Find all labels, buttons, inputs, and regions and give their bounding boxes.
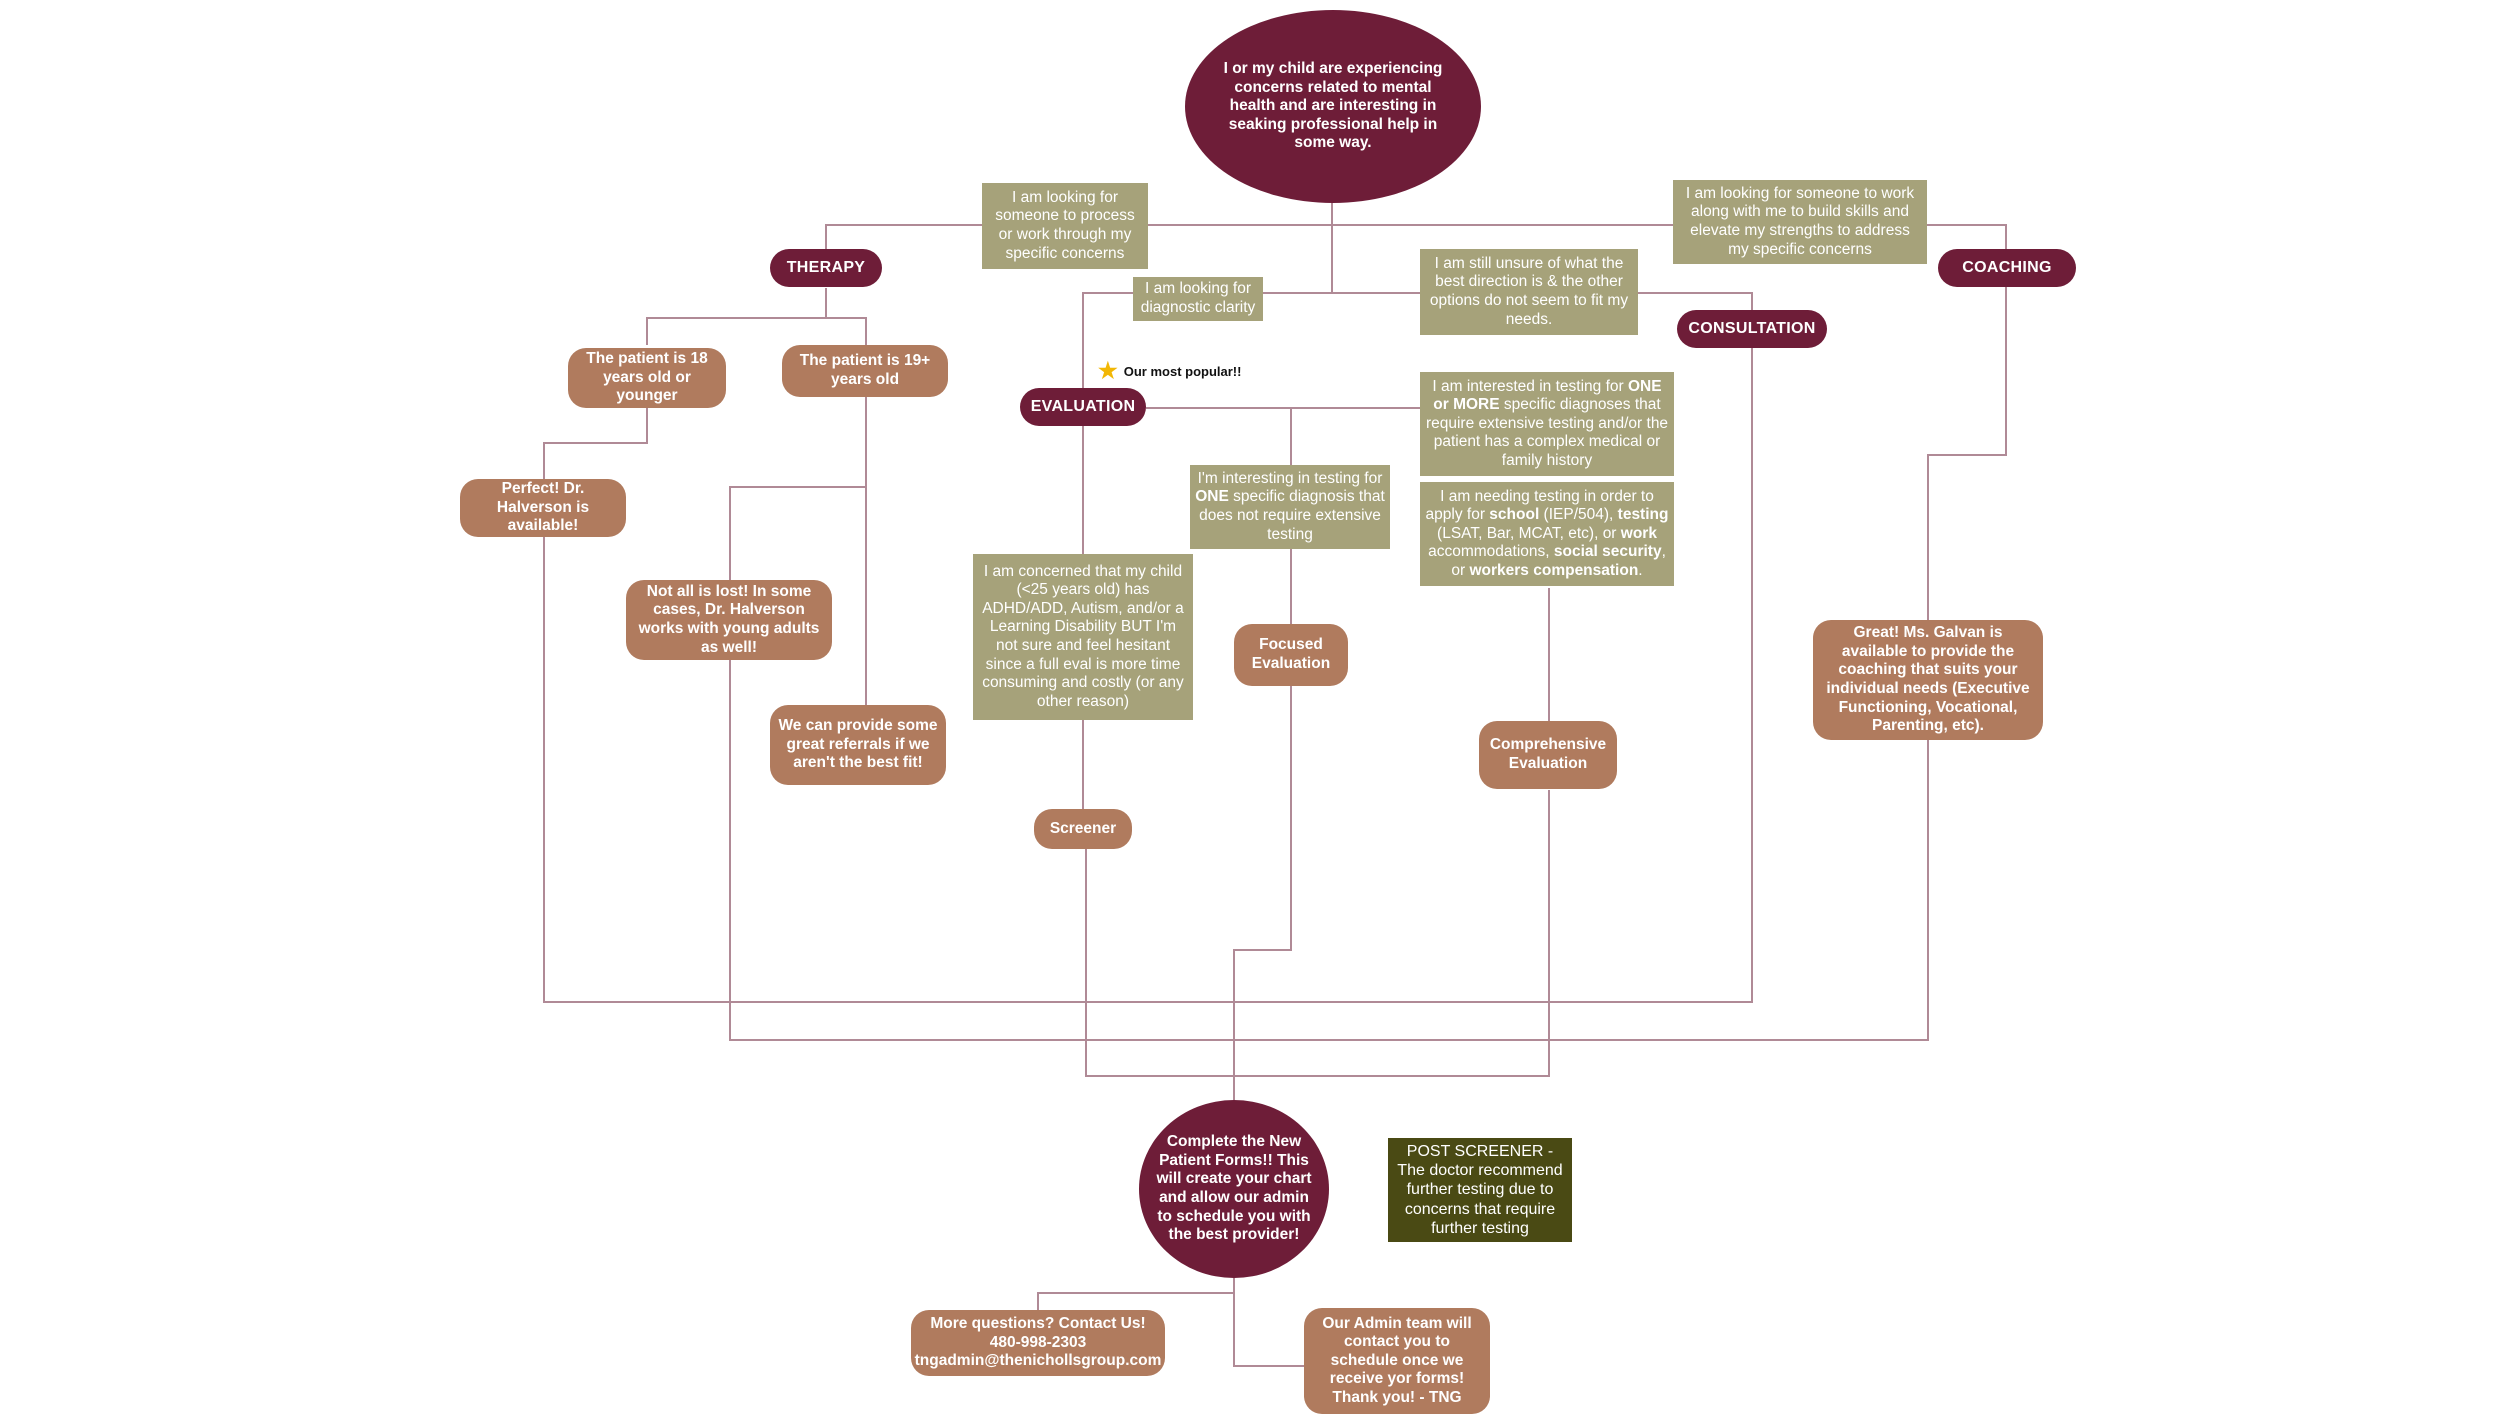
focused-description-text: I'm interesting in testing for ONE speci… bbox=[1195, 470, 1385, 544]
coaching-result-node: Great! Ms. Galvan is available to provid… bbox=[1813, 620, 2043, 740]
under18-text: The patient is 18 years old or younger bbox=[586, 350, 708, 405]
referrals-node: We can provide some great referrals if w… bbox=[770, 705, 946, 785]
therapy-branch[interactable]: THERAPY bbox=[770, 249, 882, 287]
popular-note: ★ Our most popular!! bbox=[1098, 360, 1241, 382]
contact-us-title: More questions? Contact Us! bbox=[930, 1315, 1146, 1333]
line-therapy-coaching-bar bbox=[825, 224, 2007, 268]
admin-team-text: Our Admin team will contact you to sched… bbox=[1322, 1314, 1472, 1388]
comprehensive-description-2: I am needing testing in order to apply f… bbox=[1420, 482, 1674, 586]
focused-desc-part2: ONE bbox=[1195, 488, 1229, 506]
focused-evaluation-text: Focused Evaluation bbox=[1251, 636, 1331, 672]
coaching-result-text: Great! Ms. Galvan is available to provid… bbox=[1826, 624, 2030, 735]
comprehensive-description-2-text: I am needing testing in order to apply f… bbox=[1425, 488, 1669, 581]
screener-text: Screener bbox=[1049, 819, 1117, 837]
line-under18-available bbox=[543, 407, 648, 485]
new-patient-forms-text: Complete the New Patient Forms!! This wi… bbox=[1156, 1133, 1312, 1244]
contact-us-node[interactable]: More questions? Contact Us! 480-998-2303… bbox=[911, 1310, 1165, 1376]
coaching-description: I am looking for someone to work along w… bbox=[1673, 180, 1927, 264]
start-oval: I or my child are experiencing concerns … bbox=[1185, 10, 1481, 203]
over19-text: The patient is 19+ years old bbox=[799, 352, 931, 388]
screener-description-text: I am concerned that my child (<25 years … bbox=[982, 562, 1184, 710]
comp2-part4: testing bbox=[1617, 506, 1669, 524]
comp2-part10: workers compensation bbox=[1469, 561, 1639, 579]
not-lost-text: Not all is lost! In some cases, Dr. Halv… bbox=[638, 582, 820, 656]
comp2-part8: social security bbox=[1553, 543, 1662, 561]
comp1-part3: specific diagnoses that require extensiv… bbox=[1425, 396, 1669, 469]
comp2-part1: I am needing testing in order to apply f… bbox=[1425, 487, 1654, 524]
consultation-description: I am still unsure of what the best direc… bbox=[1420, 249, 1638, 335]
line-over19-referrals bbox=[858, 487, 867, 707]
line-coaching-down bbox=[1927, 287, 2007, 622]
therapy-label: THERAPY bbox=[786, 259, 866, 277]
screener-node[interactable]: Screener bbox=[1034, 809, 1132, 849]
post-screener-text: POST SCREENER - The doctor recommend fur… bbox=[1397, 1143, 1563, 1237]
new-patient-forms-node[interactable]: Complete the New Patient Forms!! This wi… bbox=[1139, 1100, 1329, 1278]
comp1-part1: I am interested in testing for bbox=[1432, 377, 1628, 395]
under18-node[interactable]: The patient is 18 years old or younger bbox=[568, 348, 726, 408]
therapy-description-text: I am looking for someone to process or w… bbox=[995, 188, 1135, 262]
comp2-part3: (IEP/504), bbox=[1539, 506, 1618, 524]
coaching-label: COACHING bbox=[1962, 259, 2052, 277]
focused-desc-part1: I'm interesting in testing for bbox=[1197, 469, 1383, 487]
over19-node[interactable]: The patient is 19+ years old bbox=[782, 345, 948, 397]
available-text: Perfect! Dr. Halverson is available! bbox=[496, 480, 590, 535]
contact-us-email[interactable]: tngadmin@thenichollsgroup.com bbox=[914, 1352, 1162, 1370]
start-text: I or my child are experiencing concerns … bbox=[1223, 60, 1443, 152]
star-icon: ★ bbox=[1098, 358, 1118, 383]
admin-team-thanks: Thank you! - TNG bbox=[1332, 1388, 1462, 1406]
not-lost-node: Not all is lost! In some cases, Dr. Halv… bbox=[626, 580, 832, 660]
comp2-part6: work bbox=[1620, 524, 1657, 542]
contact-us-phone[interactable]: 480-998-2303 bbox=[989, 1333, 1087, 1351]
comp2-part9: , or bbox=[1451, 543, 1666, 579]
focused-desc-part3: specific diagnosis that does not require… bbox=[1199, 488, 1385, 543]
line-forms-contact bbox=[1037, 1275, 1235, 1314]
admin-team-node: Our Admin team will contact you to sched… bbox=[1304, 1308, 1490, 1414]
post-screener-note: POST SCREENER - The doctor recommend fur… bbox=[1388, 1138, 1572, 1242]
line-consult-down bbox=[543, 348, 1753, 1003]
comp2-part7: accommodations, bbox=[1428, 543, 1554, 561]
consultation-description-text: I am still unsure of what the best direc… bbox=[1429, 254, 1629, 328]
screener-description: I am concerned that my child (<25 years … bbox=[973, 554, 1193, 720]
evaluation-description-text: I am looking for diagnostic clarity bbox=[1140, 280, 1256, 316]
line-eval-focused bbox=[1146, 407, 1292, 470]
line-coaching-result-down bbox=[729, 660, 1929, 1041]
available-node: Perfect! Dr. Halverson is available! bbox=[460, 479, 626, 537]
referrals-text: We can provide some great referrals if w… bbox=[778, 717, 938, 772]
evaluation-description: I am looking for diagnostic clarity bbox=[1133, 277, 1263, 321]
comp2-part5: (LSAT, Bar, MCAT, etc), or bbox=[1437, 524, 1621, 542]
comp2-part2: school bbox=[1489, 506, 1540, 524]
focused-evaluation-node[interactable]: Focused Evaluation bbox=[1234, 624, 1348, 686]
evaluation-label: EVALUATION bbox=[1030, 398, 1136, 416]
line-therapy-split bbox=[646, 317, 867, 345]
popular-note-text: Our most popular!! bbox=[1123, 363, 1242, 379]
line-eval-consult-bar bbox=[1082, 292, 1753, 392]
line-screener-collect bbox=[1085, 790, 1550, 1077]
line-focused-collect bbox=[1233, 686, 1292, 1100]
comprehensive-evaluation-text: Comprehensive Evaluation bbox=[1489, 736, 1607, 772]
consultation-branch[interactable]: CONSULTATION bbox=[1677, 310, 1827, 348]
coaching-branch[interactable]: COACHING bbox=[1938, 249, 2076, 287]
comp2-part11: . bbox=[1638, 561, 1643, 579]
comp1-part2: ONE or MORE bbox=[1433, 377, 1662, 414]
therapy-description: I am looking for someone to process or w… bbox=[982, 183, 1148, 269]
coaching-description-text: I am looking for someone to work along w… bbox=[1685, 184, 1915, 258]
focused-description: I'm interesting in testing for ONE speci… bbox=[1190, 465, 1390, 549]
line-over19-down bbox=[729, 397, 867, 582]
comprehensive-evaluation-node[interactable]: Comprehensive Evaluation bbox=[1479, 721, 1617, 789]
line-forms-admin bbox=[1233, 1293, 1306, 1367]
comprehensive-description-1: I am interested in testing for ONE or MO… bbox=[1420, 372, 1674, 476]
evaluation-branch[interactable]: EVALUATION bbox=[1020, 388, 1146, 426]
consultation-label: CONSULTATION bbox=[1688, 320, 1816, 338]
comprehensive-description-1-text: I am interested in testing for ONE or MO… bbox=[1425, 378, 1669, 471]
